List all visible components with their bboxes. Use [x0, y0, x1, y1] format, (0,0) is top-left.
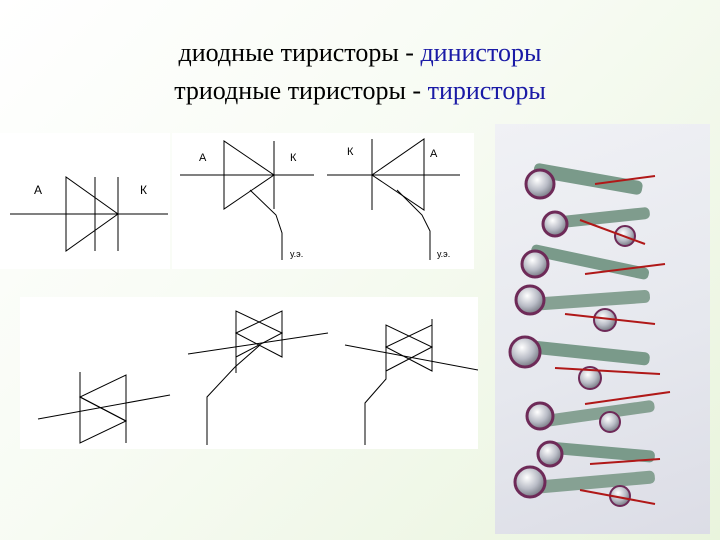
title-line-1-prefix: диодные тиристоры -	[178, 38, 421, 67]
anode-label: А	[34, 183, 42, 197]
cathode-label: К	[140, 183, 147, 197]
title-line-1: диодные тиристоры - динисторы	[0, 38, 720, 68]
dinistor-symbol: А К	[10, 176, 168, 252]
title-line-2-prefix: триодные тиристоры -	[174, 76, 428, 105]
right-anode-label: А	[430, 148, 438, 160]
thyristor-components-photo	[495, 124, 710, 534]
left-anode-label: А	[199, 152, 207, 164]
thyristor-symbols-panel: А К К А у.э. у.э.	[172, 133, 474, 269]
left-cathode-label: К	[290, 152, 297, 164]
thyristor-symbols: А К К А у.э. у.э.	[180, 138, 460, 260]
title-line-2: триодные тиристоры - тиристоры	[0, 76, 720, 106]
thyristor-components-illustration	[508, 163, 671, 507]
title-line-1-accent: динисторы	[420, 38, 542, 67]
right-control-electrode-label: у.э.	[437, 249, 450, 259]
bottom-symbols	[37, 310, 479, 445]
dinistor-symbol-panel: А К	[0, 133, 170, 269]
right-cathode-label: К	[347, 146, 354, 158]
title-line-2-accent: тиристоры	[427, 76, 546, 105]
thyristor-group	[508, 163, 671, 507]
left-control-electrode-label: у.э.	[290, 249, 303, 259]
bottom-symbols-panel	[20, 297, 479, 449]
